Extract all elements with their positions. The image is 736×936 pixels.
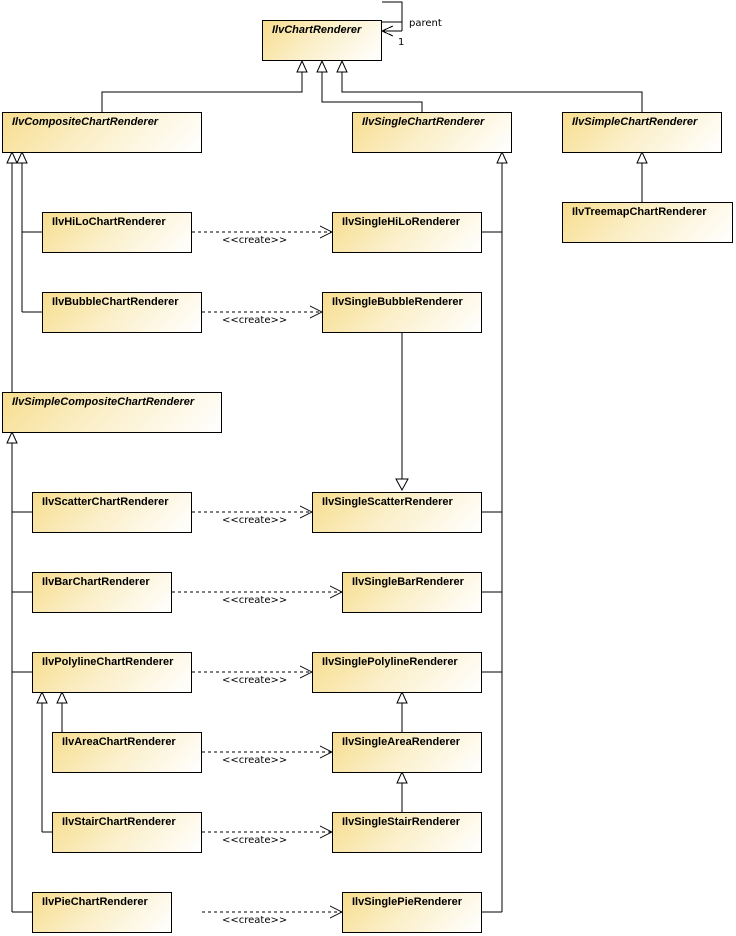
class-pie-chart-renderer: IlvPieChartRenderer xyxy=(32,892,172,933)
class-simple-chart-renderer: IlvSimpleChartRenderer xyxy=(562,112,722,153)
triangle-chart-3 xyxy=(336,59,348,73)
single-to-chart-line xyxy=(321,72,423,112)
class-single-stair-renderer: IlvSingleStairRenderer xyxy=(332,812,482,853)
class-single-chart-renderer: IlvSingleChartRenderer xyxy=(352,112,512,153)
class-scatter-chart-renderer: IlvScatterChartRenderer xyxy=(32,492,192,533)
class-single-pie-renderer: IlvSinglePieRenderer xyxy=(342,892,482,933)
parent-label: parent xyxy=(409,18,442,29)
class-hilo-chart-renderer: IlvHiLoChartRenderer xyxy=(42,212,192,253)
triangle-single xyxy=(496,150,508,164)
class-name: IlvSingleBarRenderer xyxy=(352,576,464,588)
class-name: IlvCompositeChartRenderer xyxy=(12,116,159,128)
class-name: IlvSingleAreaRenderer xyxy=(342,736,460,748)
class-single-polyline-renderer: IlvSinglePolylineRenderer xyxy=(312,652,482,693)
composite-to-chart-line xyxy=(101,72,303,112)
class-name: IlvTreemapChartRenderer xyxy=(572,206,707,218)
class-name: IlvSingleBubbleRenderer xyxy=(332,296,463,308)
create-label-hilo: <<create>> xyxy=(222,235,287,246)
class-name: IlvStairChartRenderer xyxy=(62,816,176,828)
triangle-single-area xyxy=(396,770,408,784)
triangle-composite-2 xyxy=(16,150,28,164)
class-simple-composite-chart-renderer: IlvSimpleCompositeChartRenderer xyxy=(2,392,222,433)
class-name: IlvSingleChartRenderer xyxy=(362,116,485,128)
triangle-chart-2 xyxy=(316,59,328,73)
class-name: IlvBubbleChartRenderer xyxy=(52,296,179,308)
class-name: IlvHiLoChartRenderer xyxy=(52,216,166,228)
class-name: IlvSimpleCompositeChartRenderer xyxy=(12,396,195,408)
create-label-pie: <<create>> xyxy=(222,915,287,926)
create-label-stair: <<create>> xyxy=(222,835,287,846)
class-single-scatter-renderer: IlvSingleScatterRenderer xyxy=(312,492,482,533)
class-name: IlvSingleHiLoRenderer xyxy=(342,216,460,228)
create-label-area: <<create>> xyxy=(222,755,287,766)
class-name: IlvBarChartRenderer xyxy=(42,576,150,588)
class-single-bar-renderer: IlvSingleBarRenderer xyxy=(342,572,482,613)
triangle-simple xyxy=(636,150,648,164)
triangle-simple-composite xyxy=(6,430,18,444)
class-bubble-chart-renderer: IlvBubbleChartRenderer xyxy=(42,292,202,333)
triangle-polyline-2 xyxy=(56,690,68,704)
triangle-scatter xyxy=(395,478,409,492)
class-single-hilo-renderer: IlvSingleHiLoRenderer xyxy=(332,212,482,253)
class-polyline-chart-renderer: IlvPolylineChartRenderer xyxy=(32,652,192,693)
class-name: IlvSingleScatterRenderer xyxy=(322,496,453,508)
create-label-bubble: <<create>> xyxy=(222,315,287,326)
simple-to-chart-line xyxy=(341,72,643,112)
class-name: IlvSinglePieRenderer xyxy=(352,896,463,908)
class-name: IlvChartRenderer xyxy=(272,24,362,36)
class-name: IlvPolylineChartRenderer xyxy=(42,656,174,668)
triangle-single-polyline xyxy=(396,690,408,704)
class-name: IlvSimpleChartRenderer xyxy=(572,116,698,128)
class-area-chart-renderer: IlvAreaChartRenderer xyxy=(52,732,202,773)
class-name: IlvAreaChartRenderer xyxy=(62,736,176,748)
class-chart-renderer: IlvChartRenderer xyxy=(262,20,382,61)
class-single-bubble-renderer: IlvSingleBubbleRenderer xyxy=(322,292,482,333)
create-label-polyline: <<create>> xyxy=(222,675,287,686)
triangle-polyline-1 xyxy=(36,690,48,704)
class-name: IlvSinglePolylineRenderer xyxy=(322,656,458,668)
triangle-composite-1 xyxy=(6,150,18,164)
multiplicity-label: 1 xyxy=(398,37,404,48)
parent-association xyxy=(382,1,403,23)
class-name: IlvPieChartRenderer xyxy=(42,896,148,908)
triangle-chart-1 xyxy=(296,59,308,73)
create-label-scatter: <<create>> xyxy=(222,515,287,526)
create-label-bar: <<create>> xyxy=(222,595,287,606)
class-treemap-chart-renderer: IlvTreemapChartRenderer xyxy=(562,202,733,243)
class-composite-chart-renderer: IlvCompositeChartRenderer xyxy=(2,112,202,153)
class-single-area-renderer: IlvSingleAreaRenderer xyxy=(332,732,482,773)
class-stair-chart-renderer: IlvStairChartRenderer xyxy=(52,812,202,853)
class-bar-chart-renderer: IlvBarChartRenderer xyxy=(32,572,172,613)
class-name: IlvSingleStairRenderer xyxy=(342,816,460,828)
class-name: IlvScatterChartRenderer xyxy=(42,496,169,508)
